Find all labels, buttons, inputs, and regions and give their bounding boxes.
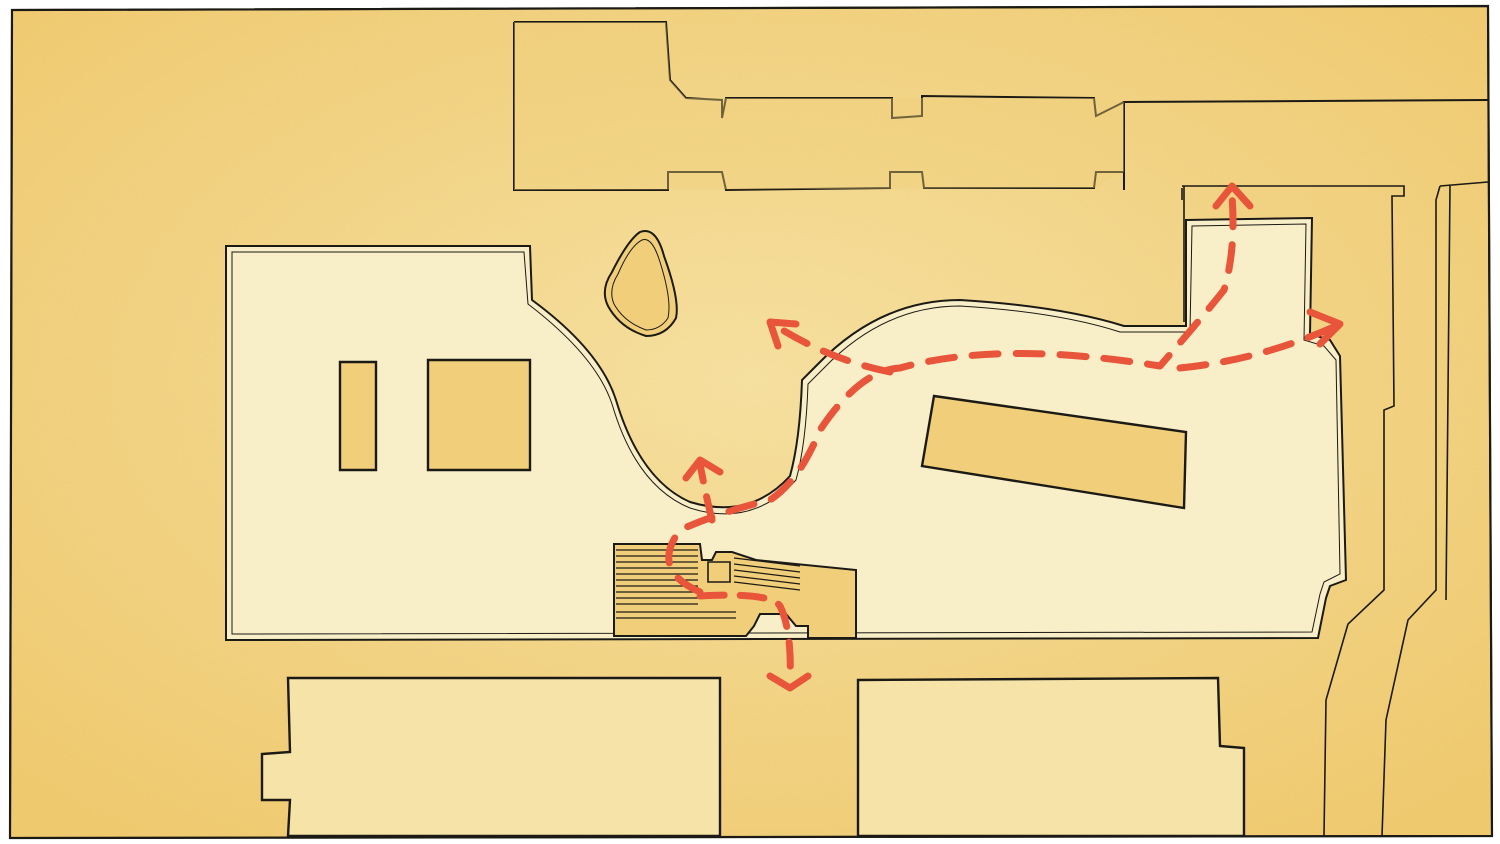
arrowhead-northwest-exit: [766, 318, 800, 350]
circulation-route: [665, 192, 1340, 686]
building-south-west: [260, 676, 722, 838]
arrowhead-stair-exit: [682, 456, 724, 482]
route-stair-branch: [696, 460, 716, 524]
route-northwest-branch: [772, 322, 894, 376]
building-north-fill: [514, 22, 1124, 190]
building-south-east: [856, 676, 1246, 838]
route-arrowheads: [682, 182, 1344, 692]
courtyard-plaza: [225, 216, 1348, 642]
arrowhead-east-exit: [1306, 308, 1344, 348]
void-square-west: [426, 358, 532, 472]
void-oblique-east: [920, 394, 1188, 510]
courtyard-plaza-inner: [231, 223, 1341, 635]
arrowhead-south-exit: [766, 672, 812, 692]
paper-frame: [8, 4, 1494, 840]
building-north: [513, 21, 1489, 192]
street-edge-east: [1181, 181, 1489, 837]
stair-structure: [613, 543, 857, 639]
void-small-west: [338, 360, 378, 472]
route-east-branch: [1176, 322, 1340, 372]
route-south-branch: [696, 591, 794, 686]
arrowhead-north-exit: [1212, 182, 1254, 210]
